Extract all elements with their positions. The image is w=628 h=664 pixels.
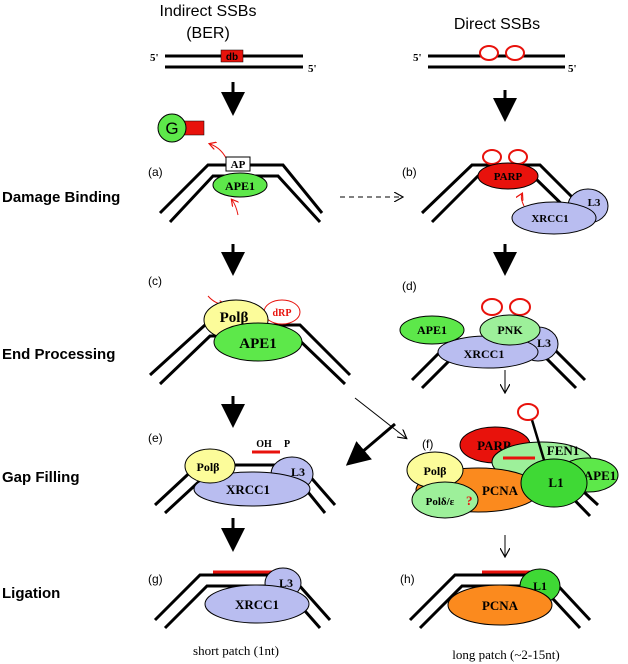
five-prime-label: 5': [413, 52, 422, 64]
panel-e: (e) OH P XRCC1 L3 Polβ: [148, 431, 337, 515]
polb-label: Polβ: [197, 460, 220, 474]
ape1-label: APE1: [225, 179, 255, 193]
five-prime-label: 5': [308, 63, 317, 75]
five-prime-label: 5': [568, 63, 577, 75]
short-patch-label: short patch (1nt): [193, 643, 279, 658]
oh-label: OH: [256, 439, 272, 450]
drp-label: dRP: [273, 308, 292, 319]
stage-gap-filling: Gap Filling: [2, 469, 80, 486]
panel-tag: (d): [402, 279, 417, 293]
l3-label: L3: [588, 197, 601, 209]
panel-a: (a) AP APE1: [148, 156, 324, 224]
panel-h: (h) L1 PCNA: [400, 568, 592, 630]
l3-label: L3: [537, 336, 551, 350]
panel-d: (d) XRCC1 L3 APE1 PNK: [399, 279, 587, 390]
panel-f: (f) PARP FEN1 APE1 PCNA L1 Polβ Polδ/ε ?: [406, 403, 619, 519]
damaged-dna-direct: 5' 5': [413, 45, 577, 75]
pnk-label: PNK: [497, 323, 523, 337]
direct-ssbs-header: Direct SSBs: [454, 16, 540, 33]
pcna-label: PCNA: [482, 598, 519, 613]
ap-site-label: AP: [231, 159, 246, 171]
ape1-label: APE1: [239, 336, 277, 352]
l3-label: L3: [279, 576, 293, 590]
l1-label: L1: [548, 475, 563, 490]
panel-tag: (f): [422, 437, 433, 451]
l1-label: L1: [533, 579, 547, 593]
damaged-dna-indirect: db 5' 5': [150, 49, 317, 75]
panel-tag: (a): [148, 165, 163, 179]
fen1-label: FEN1: [547, 443, 580, 458]
stage-end-processing: End Processing: [2, 346, 115, 363]
glycosylase-label: G: [165, 119, 178, 138]
stage-ligation: Ligation: [2, 585, 60, 602]
panel-c: (c) dRP Polβ APE1: [148, 274, 352, 386]
indirect-ssbs-header: Indirect SSBs: [160, 3, 257, 20]
panel-b: (b) PARP XRCC1 L3: [402, 149, 609, 235]
ape1-label: APE1: [417, 323, 447, 337]
lesion-label: db: [226, 52, 238, 63]
xrcc1-label: XRCC1: [531, 213, 568, 225]
xrcc1-label: XRCC1: [226, 482, 270, 497]
xrcc1-label: XRCC1: [464, 347, 505, 361]
ber-subheader: (BER): [186, 25, 230, 42]
panel-tag: (h): [400, 572, 415, 586]
panel-tag: (g): [148, 572, 163, 586]
five-prime-label: 5': [150, 52, 159, 64]
stage-damage-binding: Damage Binding: [2, 189, 120, 206]
glycosylase: G: [157, 113, 229, 163]
panel-tag: (e): [148, 431, 163, 445]
panel-tag: (c): [148, 274, 162, 288]
panel-g: (g) L3 XRCC1: [148, 567, 332, 630]
xrcc1-label: XRCC1: [235, 597, 279, 612]
pold-e-label: Polδ/ε: [426, 496, 455, 508]
parp-label: PARP: [494, 171, 523, 183]
panel-tag: (b): [402, 165, 417, 179]
pcna-label: PCNA: [482, 483, 519, 498]
question-mark: ?: [466, 493, 473, 508]
arrows: [221, 82, 517, 556]
ape1-label: APE1: [584, 468, 617, 483]
phosphate-label: P: [284, 439, 290, 450]
l3-label: L3: [291, 465, 305, 479]
polb-label: Polβ: [424, 464, 447, 478]
polb-label: Polβ: [220, 310, 249, 326]
long-patch-label: long patch (~2-15nt): [452, 647, 559, 662]
